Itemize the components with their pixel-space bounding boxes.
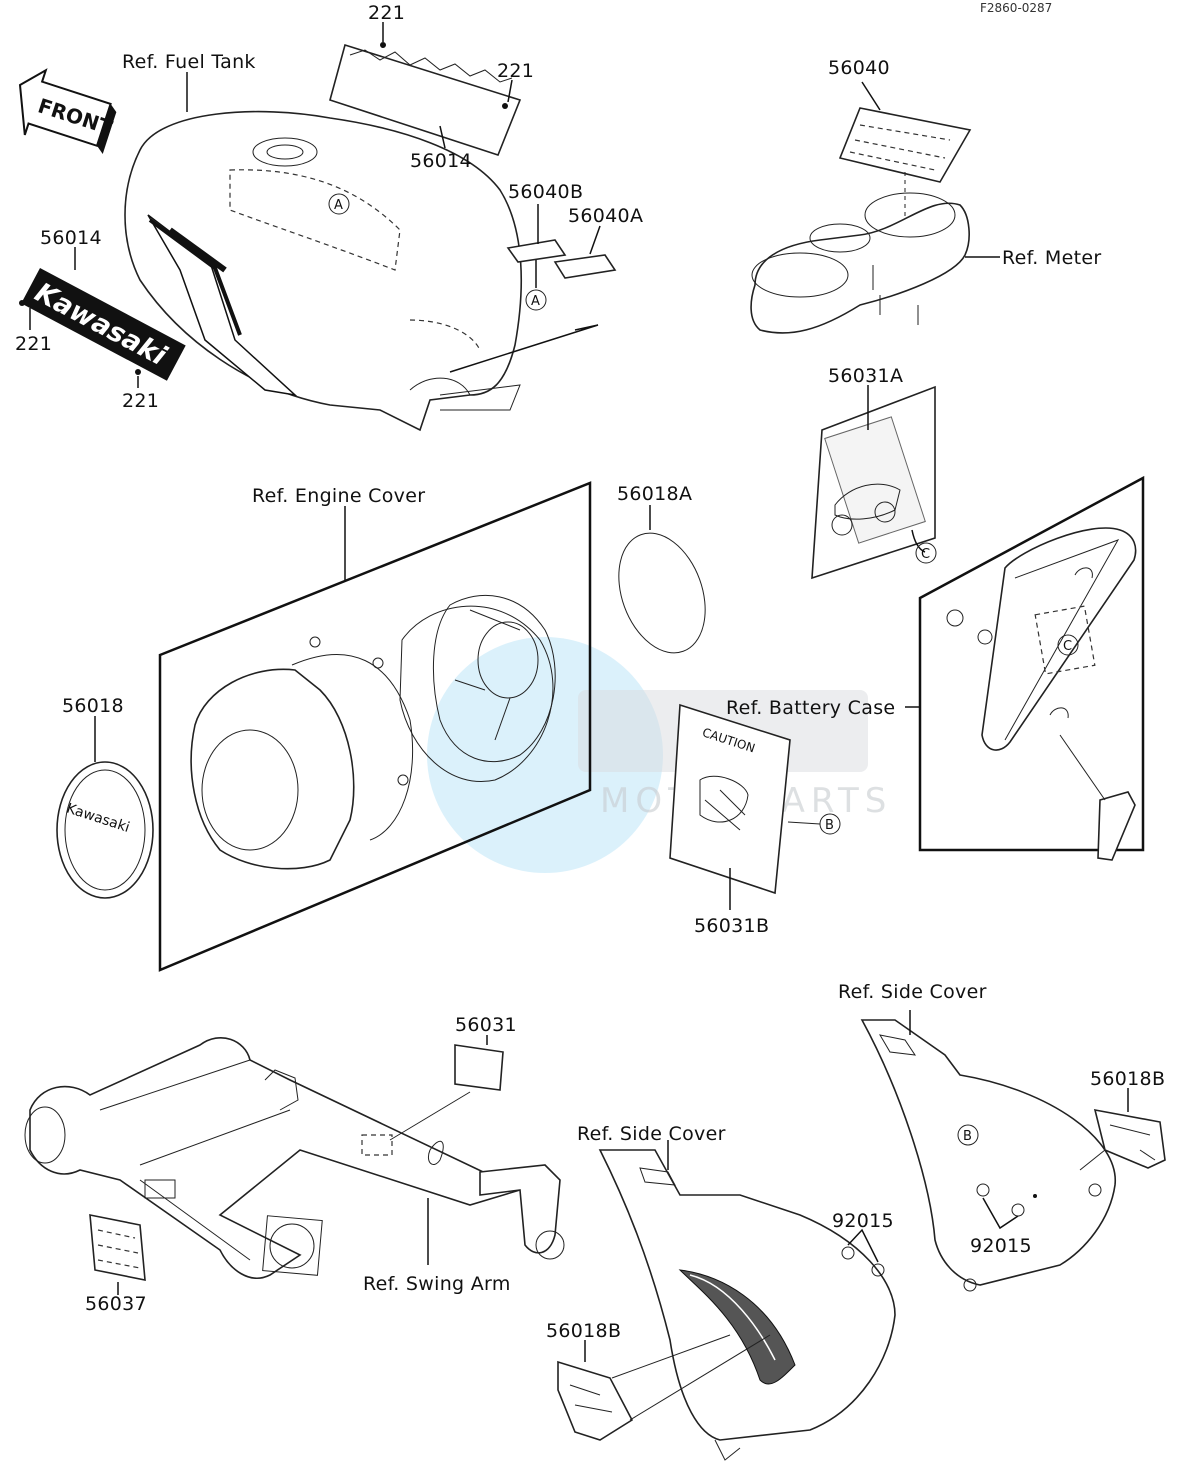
trim-56018b-right bbox=[1079, 1108, 1166, 1171]
callout-a-tank-label: A bbox=[334, 198, 343, 213]
label-56031a: C bbox=[811, 385, 937, 580]
labels-56040-ab: A bbox=[449, 239, 617, 373]
label-meter: Ref. Meter bbox=[1002, 247, 1101, 269]
part-number-56018b-left: 56018B bbox=[546, 1320, 621, 1342]
watermark: MOTORPARTS bbox=[427, 637, 886, 873]
meter-housing bbox=[750, 192, 970, 334]
part-number-56014-left: 56014 bbox=[40, 227, 102, 249]
label-56031b: CAUTION B bbox=[669, 703, 841, 895]
part-number-56040a: 56040A bbox=[568, 205, 643, 227]
leader-56040 bbox=[861, 81, 881, 111]
leader-92015-left bbox=[847, 1228, 879, 1263]
label-56037 bbox=[89, 1214, 146, 1281]
callout-c-56031a bbox=[915, 542, 937, 564]
part-number-56018: 56018 bbox=[62, 695, 124, 717]
label-engine-cover: Ref. Engine Cover bbox=[252, 485, 425, 507]
callout-b-side-cover-text: B bbox=[963, 1129, 972, 1144]
part-number-56031: 56031 bbox=[455, 1014, 517, 1036]
battery-case-box bbox=[918, 475, 1145, 852]
part-number-92015-right: 92015 bbox=[970, 1235, 1032, 1257]
front-arrow-icon: FRONT bbox=[18, 68, 117, 154]
strip-56014-top bbox=[329, 42, 522, 156]
label-56031 bbox=[454, 1044, 504, 1091]
part-number-221-top: 221 bbox=[368, 2, 405, 24]
part-number-56031b: 56031B bbox=[694, 915, 769, 937]
engine-cover-box bbox=[158, 481, 592, 972]
part-number-92015-left: 92015 bbox=[832, 1210, 894, 1232]
leader-56040a bbox=[589, 225, 601, 255]
part-number-221-bottom: 221 bbox=[122, 390, 159, 412]
diagram-ref-code: F2860-0287 bbox=[980, 1, 1052, 15]
label-battery-case: Ref. Battery Case bbox=[726, 697, 895, 719]
part-number-221-left: 221 bbox=[15, 333, 52, 355]
leader-221-right bbox=[507, 79, 513, 103]
part-number-56031a: 56031A bbox=[828, 365, 903, 387]
side-cover-left bbox=[598, 1149, 896, 1461]
label-fuel-tank: Ref. Fuel Tank bbox=[122, 51, 256, 73]
battery-case: C bbox=[946, 527, 1137, 861]
engine-cover bbox=[190, 594, 556, 870]
label-swing-arm: Ref. Swing Arm bbox=[363, 1273, 511, 1295]
part-number-56018a: 56018A bbox=[617, 483, 692, 505]
side-cover-right: B bbox=[860, 1019, 1116, 1292]
leader-92015-right bbox=[982, 1197, 1019, 1230]
swing-arm bbox=[24, 1036, 565, 1279]
fuel-tank: A bbox=[124, 110, 523, 432]
callout-a-label-text: A bbox=[531, 294, 540, 309]
part-number-56014-top: 56014 bbox=[410, 150, 472, 172]
callout-c-56031a-text: C bbox=[921, 547, 930, 562]
label-56040-sheet bbox=[838, 107, 972, 183]
label-side-cover-left: Ref. Side Cover bbox=[577, 1123, 726, 1145]
callout-c-battery-text: C bbox=[1063, 639, 1072, 654]
label-side-cover-right: Ref. Side Cover bbox=[838, 981, 987, 1003]
gasket-56018a bbox=[618, 532, 706, 654]
part-number-56018b-right: 56018B bbox=[1090, 1068, 1165, 1090]
callout-a-tank bbox=[328, 193, 350, 215]
part-number-56040b: 56040B bbox=[508, 181, 583, 203]
callout-c-battery bbox=[1057, 634, 1079, 656]
part-number-221-right: 221 bbox=[497, 60, 534, 82]
part-number-56040: 56040 bbox=[828, 57, 890, 79]
callout-b-56031b-text: B bbox=[825, 818, 834, 833]
emblem-56018: Kawasaki bbox=[56, 761, 154, 899]
callout-b-side-cover bbox=[957, 1124, 979, 1146]
leader-56014-top bbox=[439, 125, 446, 149]
trim-56018b-left bbox=[557, 1334, 771, 1441]
callout-a-label bbox=[525, 289, 547, 311]
part-number-56037: 56037 bbox=[85, 1293, 147, 1315]
